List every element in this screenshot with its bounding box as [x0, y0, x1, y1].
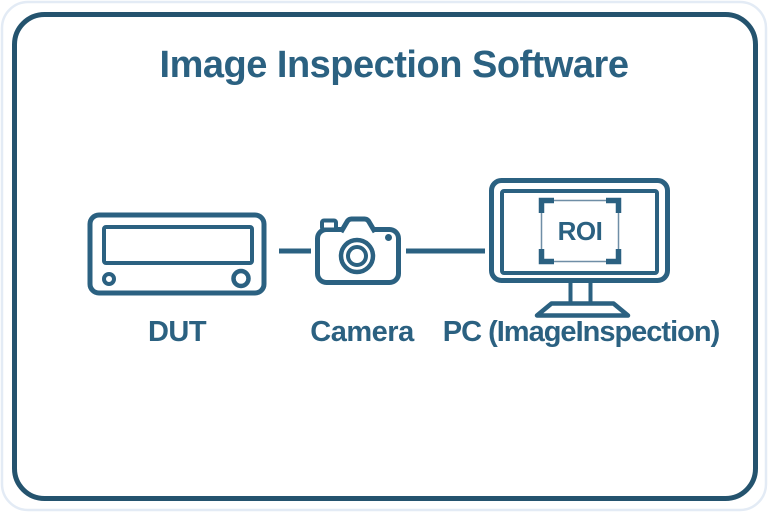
monitor-screen: [500, 189, 659, 275]
camera-label: Camera: [310, 316, 415, 348]
pc-label: PC (ImageInspection): [443, 316, 720, 348]
camera-shutter-button: [320, 218, 338, 232]
roi-corner-bracket-tr: [606, 197, 622, 213]
pc-node: ROI PC (ImageInspection): [443, 178, 721, 348]
camera-lens-inner: [346, 245, 368, 267]
camera-node: Camera: [310, 216, 416, 348]
roi-outline: [540, 199, 620, 263]
camera-flash-dot: [385, 234, 392, 241]
dut-knob-small: [102, 272, 116, 286]
roi-corner-bracket-br: [606, 249, 622, 265]
page-title: Image Inspection Software: [160, 44, 629, 86]
dut-label: DUT: [148, 316, 207, 348]
roi-label: ROI: [558, 216, 603, 246]
monitor-frame: [489, 178, 670, 283]
dut-knob-large: [231, 268, 251, 289]
monitor-stand-base: [534, 301, 631, 318]
diagram-frame-border: [12, 12, 758, 501]
roi-corner-bracket-bl: [538, 249, 554, 265]
camera-viewfinder-hump: [338, 216, 378, 234]
dut-node: DUT: [87, 212, 267, 348]
roi-selection-icon: ROI: [538, 197, 622, 265]
monitor-icon: [489, 178, 670, 318]
camera-lens-outer: [338, 237, 376, 275]
camera-hump-join: [344, 226, 372, 234]
dut-display: [102, 225, 254, 265]
camera-icon: [315, 216, 401, 285]
roi-corner-bracket-tl: [538, 197, 554, 213]
device-box-icon: [87, 212, 267, 296]
